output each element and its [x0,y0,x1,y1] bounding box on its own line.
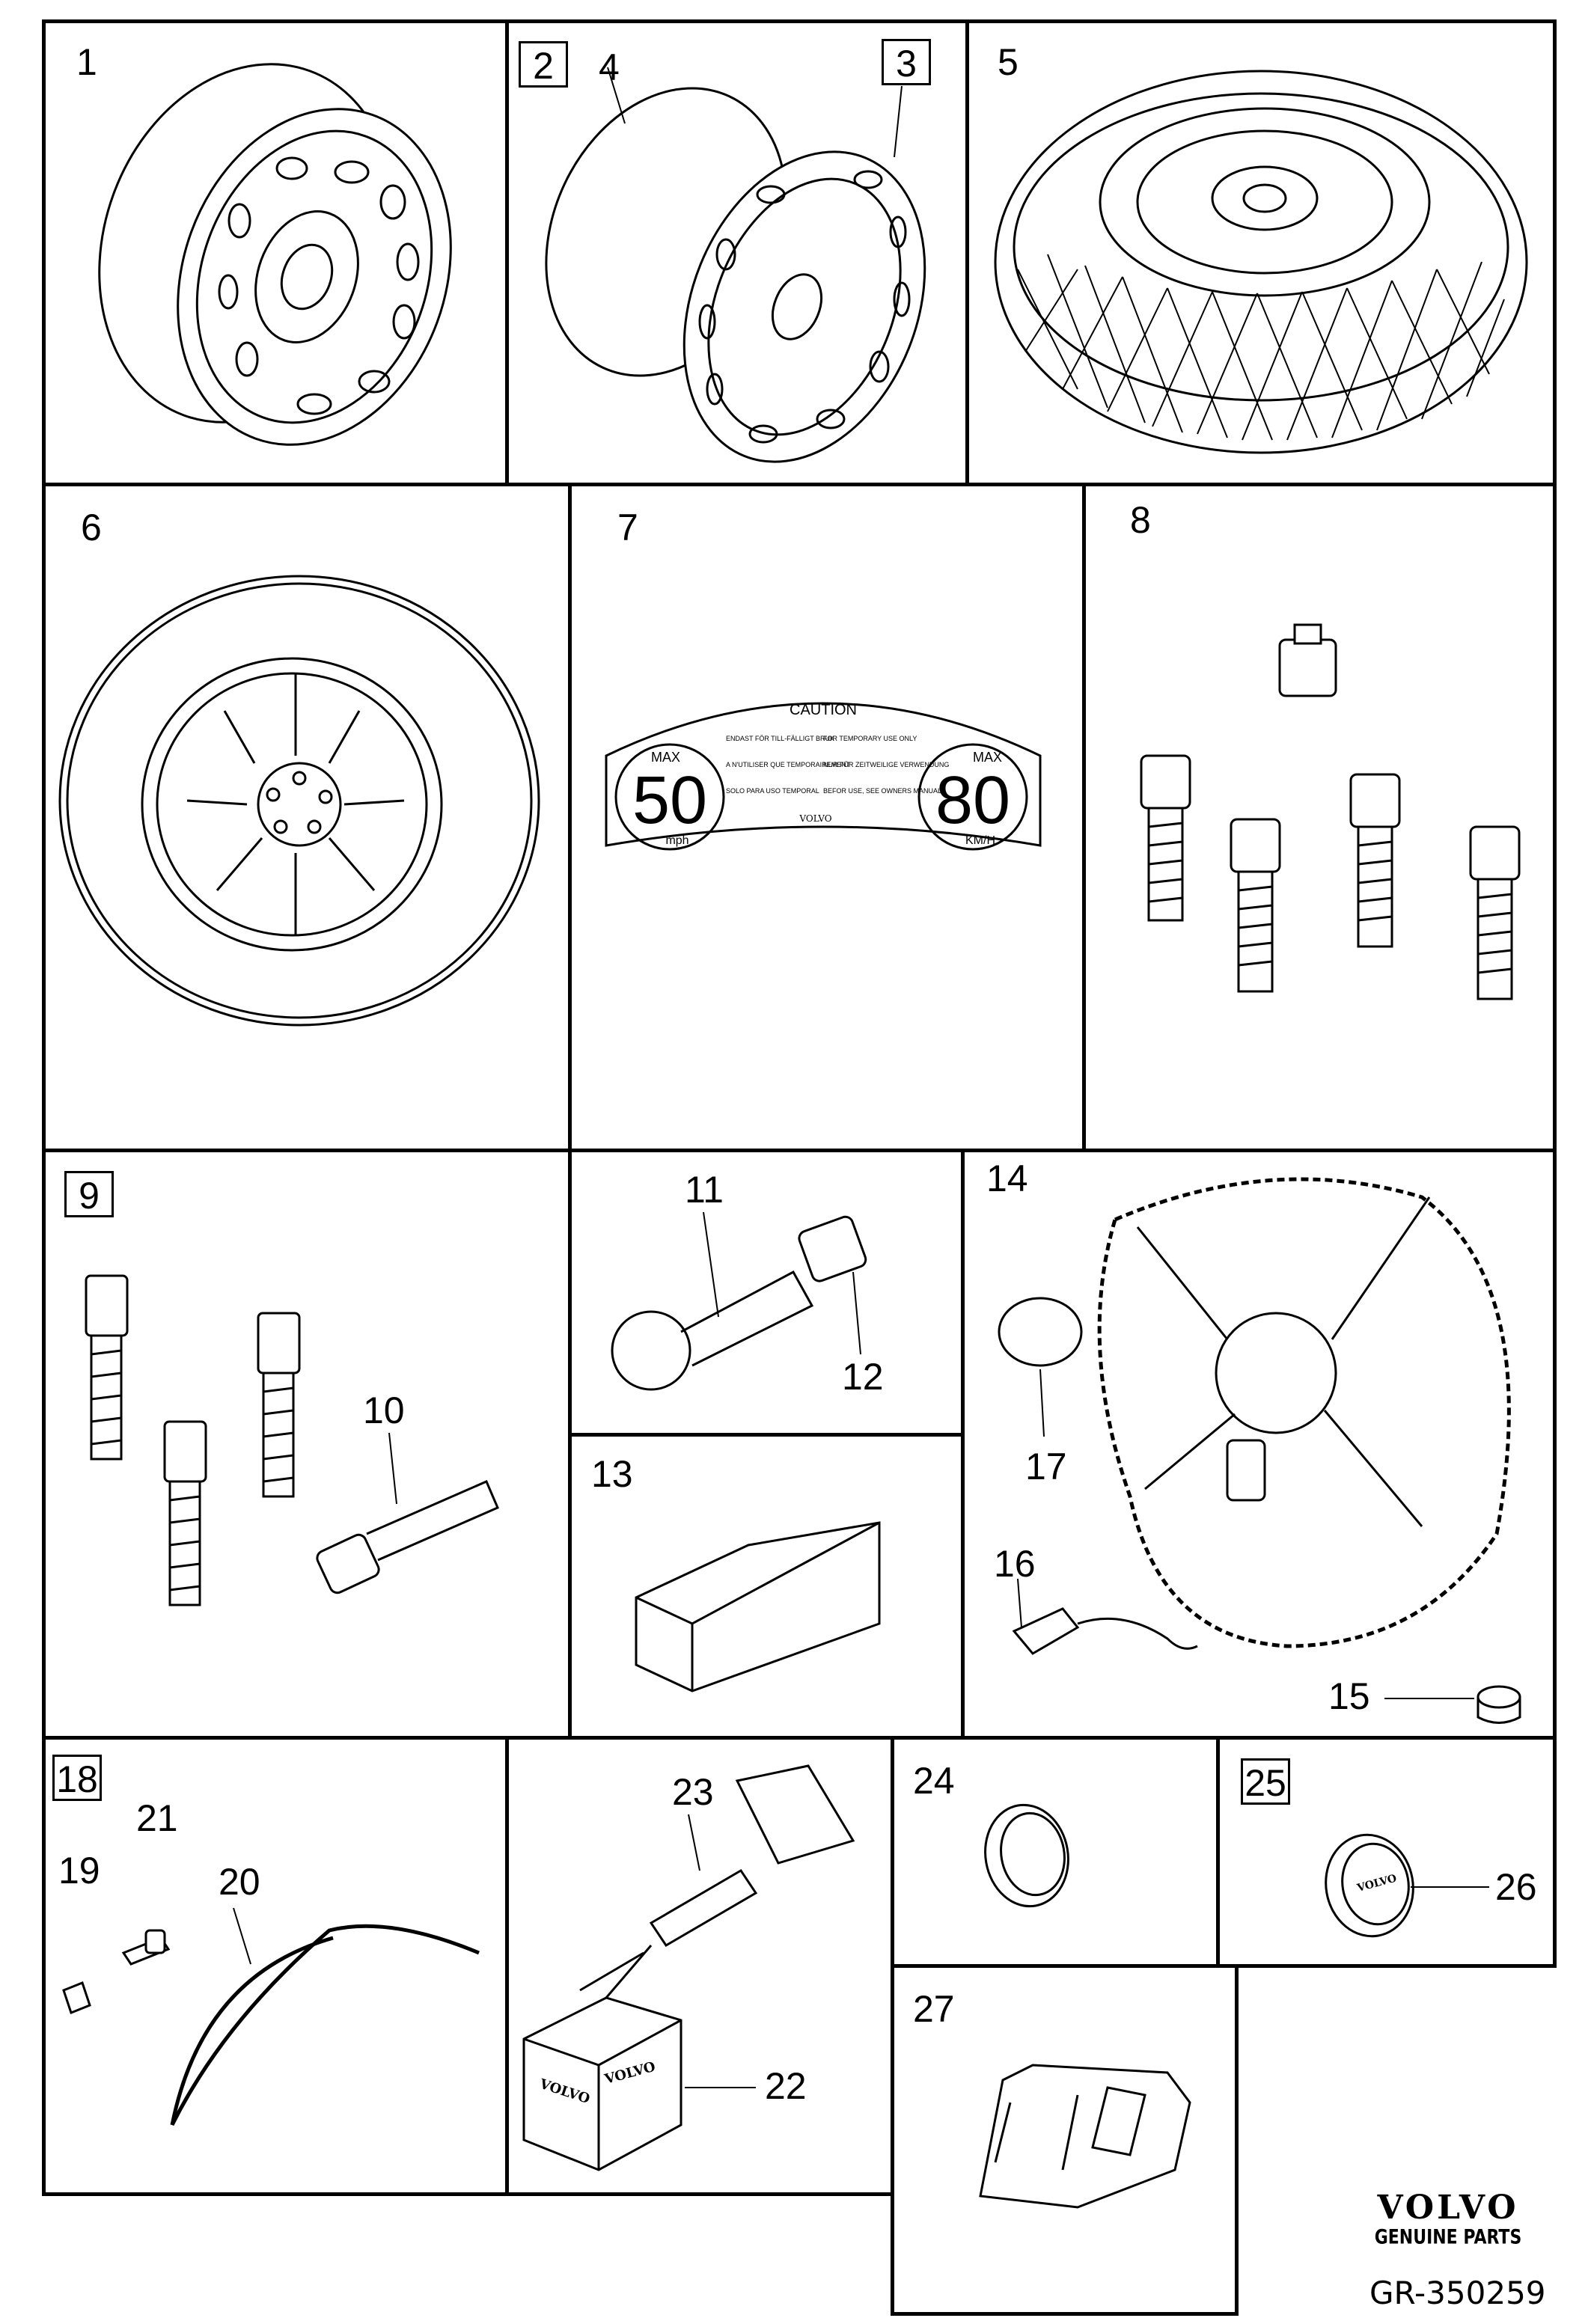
callout-21: 21 [136,1797,178,1839]
callout-17: 17 [1025,1446,1067,1487]
sticker-max-right: MAX [973,750,1002,765]
sticker-text-en2: BEFOR USE, SEE OWNERS MANUAL [823,787,941,795]
panel-11-12 [568,1149,965,1437]
sticker-max-left: MAX [651,750,680,765]
locking-bolts-drawing [1140,623,1521,1000]
sticker-text-es: SOLO PARA USO TEMPORAL [726,787,819,795]
sticker-unit-right: KM/H [965,834,995,847]
spare-tire-drawing [994,70,1528,454]
callout-5: 5 [998,41,1019,83]
callout-27: 27 [913,1988,955,2030]
caution-sticker-drawing: CAUTION MAX 50 mph MAX 80 KM/H ENDAST FÖ… [605,702,1042,851]
center-cap-drawing [984,1803,1069,1908]
boxed-part-drawing: VOLVO VOLVO [522,1945,756,2171]
snow-chain-drawing [1097,1177,1511,1648]
sticker-text-en: FOR TEMPORARY USE ONLY [823,735,917,742]
sticker-speed-right: 80 [935,763,1010,838]
callout-26: 26 [1495,1866,1537,1908]
diagram-reference: GR-350259 [1369,2275,1546,2311]
sticker-caution: CAUTION [790,702,857,718]
panel-9-10 [42,1149,572,1740]
callout-12: 12 [842,1356,884,1398]
strap-drawing [62,1907,480,2126]
plug-drawing [1384,1685,1521,1724]
valve-drawing [611,1211,814,1391]
tpms-sensor-drawing [649,1764,855,1948]
wheel-bolts-drawing [85,1274,499,1606]
hub-cap-drawing [682,85,926,463]
callout-6: 6 [81,507,102,548]
box-drawing [635,1521,881,1692]
valve-cap-drawing [798,1215,867,1355]
callout-4: 4 [599,46,620,88]
sticker-text-sv: ENDAST FÖR TILL-FÄLLIGT BRUK [726,735,834,742]
callout-20: 20 [219,1861,260,1903]
callout-24: 24 [913,1760,955,1802]
callout-10: 10 [363,1389,405,1431]
panel-7 [568,483,1086,1152]
sticker-unit-left: mph [665,834,688,847]
callout-14: 14 [986,1158,1028,1199]
panel-8 [1082,483,1557,1152]
clip-drawing [998,1297,1083,1437]
callout-16: 16 [994,1543,1036,1585]
callout-1: 1 [76,41,97,83]
callout-23: 23 [672,1771,714,1813]
callout-19: 19 [58,1850,100,1892]
callout-18: 18 [52,1755,102,1801]
sticker-text-fr: A N'UTILISER QUE TEMPORAIREMENT [726,761,851,768]
steel-wheel-drawing [98,63,452,446]
callout-25: 25 [1241,1758,1290,1805]
callout-3: 3 [882,39,931,85]
callout-22: 22 [765,2065,807,2107]
brand-tagline: GENUINE PARTS [1374,2226,1522,2249]
sticker-brand: VOLVO [798,813,831,824]
callout-7: 7 [617,507,638,548]
branded-cap-drawing: VOLVO [1325,1833,1489,1938]
callout-9: 9 [64,1171,114,1217]
callout-15: 15 [1328,1675,1370,1717]
crank-tool-drawing [1012,1578,1198,1655]
sticker-text-de: NUR FÜR ZEITWEILIGE VERWENDUNG [823,761,949,768]
tray-drawing [979,2064,1191,2209]
brand-logo: VOLVO [1377,2189,1519,2227]
callout-8: 8 [1130,499,1151,541]
alloy-wheel-drawing [58,575,540,1027]
brand-block: VOLVO GENUINE PARTS [1347,2189,1549,2249]
callout-11: 11 [685,1169,724,1211]
callout-13: 13 [591,1453,633,1495]
callout-2: 2 [519,41,568,88]
sticker-speed-left: 50 [632,763,707,838]
